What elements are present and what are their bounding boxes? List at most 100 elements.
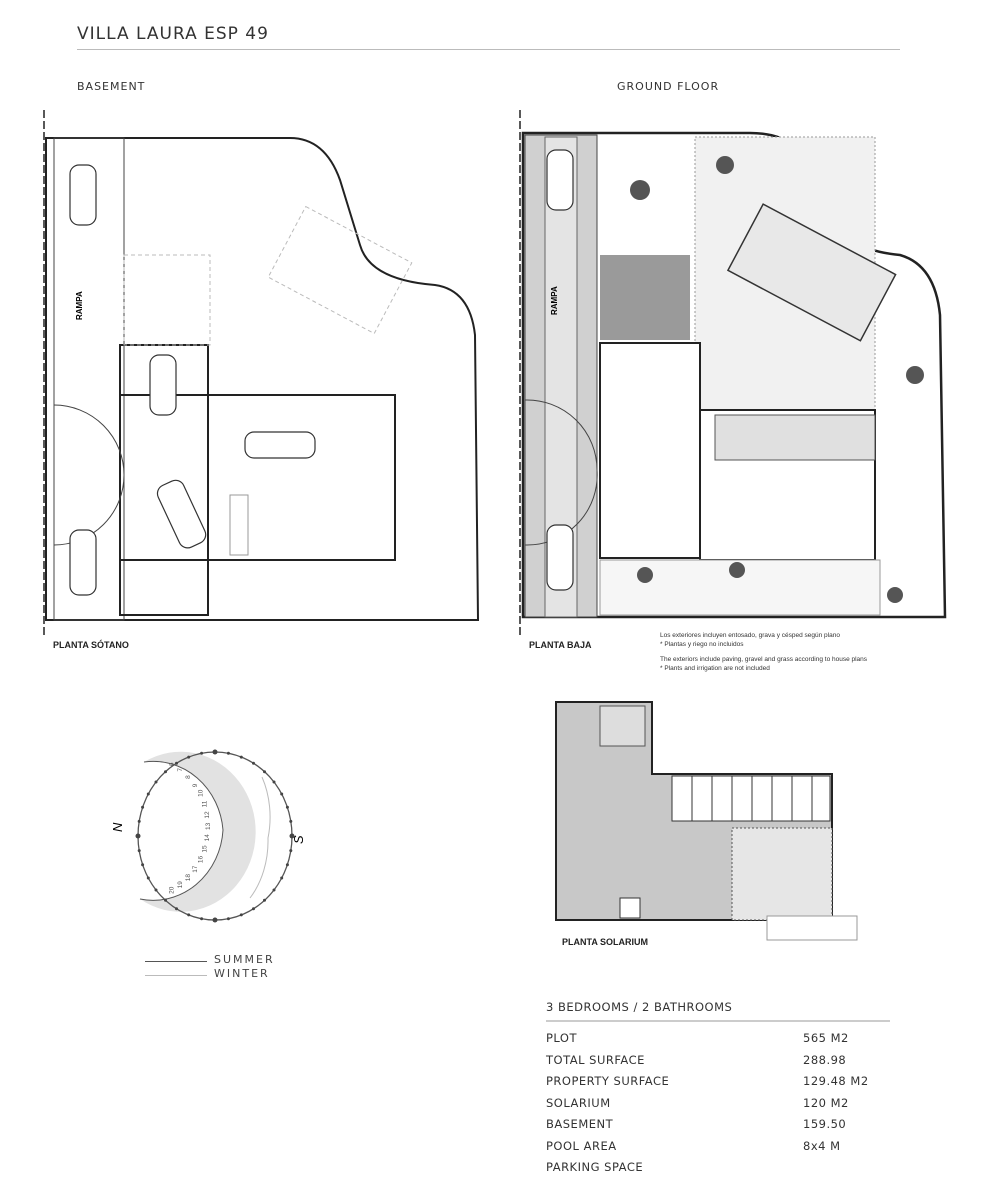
- basement-plan-label: PLANTA SÓTANO: [53, 640, 129, 650]
- spec-label: PLOT: [546, 1031, 578, 1045]
- spec-label: BASEMENT: [546, 1117, 614, 1131]
- sun-shadow-area: [140, 751, 256, 912]
- page-title: VILLA LAURA ESP 49: [77, 24, 269, 44]
- title-divider: [77, 49, 900, 50]
- horizon-tick: [146, 792, 150, 796]
- spec-value: 565 M2: [803, 1031, 849, 1045]
- sun-hour-label: 6: [168, 762, 175, 766]
- horizon-tick: [226, 917, 230, 921]
- note-line: * Plants and irrigation are not included: [660, 665, 770, 672]
- spec-row: PLOT 565 M2: [546, 1028, 890, 1050]
- horizon-tick: [272, 888, 276, 892]
- spec-label: PROPERTY SURFACE: [546, 1074, 670, 1088]
- spec-value: 120 M2: [803, 1095, 849, 1110]
- spec-value: 288.98: [803, 1052, 847, 1067]
- legend-winter: WINTER: [214, 967, 270, 980]
- note-line: * Plantas y riego no incluidos: [660, 641, 744, 648]
- horizon-tick: [200, 751, 204, 755]
- basement-plan: RAMPA: [43, 110, 480, 635]
- horizon-tick: [226, 751, 230, 755]
- sun-hour-label: 14: [204, 834, 211, 842]
- sun-hour-label: 11: [202, 800, 209, 807]
- horizon-tick: [187, 913, 191, 917]
- horizon-tick: [263, 898, 266, 902]
- horizon-tick: [280, 792, 284, 796]
- sun-hour-label: 18: [185, 874, 192, 882]
- horizon-tick: [164, 898, 167, 902]
- solarium-plan: [555, 701, 858, 941]
- spec-row: TOTAL SURFACE 288.98: [546, 1050, 890, 1072]
- ramp-label: RAMPA: [75, 291, 84, 320]
- horizon-tick: [239, 913, 243, 917]
- horizon-tick: [289, 833, 295, 839]
- horizon-tick: [175, 907, 178, 911]
- ramp-label-ground: RAMPA: [550, 286, 559, 315]
- sun-hour-label: 7: [177, 768, 184, 772]
- spec-row: BASEMENT 159.50: [546, 1114, 890, 1136]
- horizon-tick: [135, 833, 141, 839]
- sun-hour-label: 20: [168, 886, 175, 894]
- horizon-tick: [154, 888, 158, 892]
- south-label: S: [291, 835, 306, 844]
- horizon-tick: [280, 876, 284, 880]
- horizon-tick: [285, 863, 289, 867]
- horizon-tick: [154, 780, 158, 784]
- sun-hour-label: 13: [205, 822, 212, 830]
- horizon-tick: [175, 761, 178, 765]
- spec-row: POOL AREA 8x4 M: [546, 1136, 890, 1158]
- sun-hour-label: 8: [185, 775, 192, 779]
- summer-legend-line: [145, 961, 207, 962]
- horizon-tick: [187, 755, 191, 759]
- spec-row: SOLARIUM 120 M2: [546, 1093, 890, 1115]
- spec-value: 129.48 M2: [803, 1074, 869, 1088]
- section-basement: BASEMENT: [77, 80, 146, 93]
- ground-floor-plan: RAMPA: [519, 110, 947, 635]
- horizon-tick: [137, 819, 141, 823]
- horizon-tick: [252, 761, 255, 765]
- solarium-plan-label: PLANTA SOLARIUM: [562, 937, 648, 947]
- horizon-tick: [212, 749, 218, 755]
- sun-hour-label: 17: [192, 865, 199, 873]
- sun-hour-label: 10: [198, 789, 205, 797]
- sun-hour-label: 15: [202, 845, 209, 853]
- horizon-tick: [272, 780, 276, 784]
- spec-label: POOL AREA: [546, 1138, 617, 1153]
- summer-path: [139, 760, 224, 901]
- horizon-tick: [146, 876, 150, 880]
- ground-floor-plan-label: PLANTA BAJA: [529, 640, 592, 650]
- spec-label: PARKING SPACE: [546, 1160, 644, 1174]
- horizon-tick: [239, 755, 243, 759]
- horizon-tick: [263, 770, 266, 774]
- winter-legend-line: [145, 975, 207, 976]
- spec-label: SOLARIUM: [546, 1095, 611, 1110]
- horizon-tick: [212, 917, 218, 923]
- spec-row: PARKING SPACE: [546, 1157, 890, 1179]
- horizon-tick: [141, 863, 145, 867]
- specs-heading: 3 BEDROOMS / 2 BATHROOMS: [546, 1000, 890, 1022]
- winter-path: [249, 776, 271, 899]
- section-ground-floor: GROUND FLOOR: [617, 80, 720, 93]
- horizon-tick: [137, 849, 141, 853]
- sun-hour-label: 12: [204, 811, 211, 819]
- spec-value: 159.50: [803, 1117, 847, 1131]
- horizon-tick: [252, 907, 255, 911]
- spec-value: 8x4 M: [803, 1138, 841, 1153]
- specs-table: 3 BEDROOMS / 2 BATHROOMS PLOT 565 M2 TOTAL…: [546, 1000, 890, 1179]
- sun-hour-label: 9: [192, 783, 199, 787]
- sun-hour-label: 16: [198, 855, 205, 863]
- exterior-notes: Los exteriores incluyen entosado, grava …: [660, 631, 867, 673]
- horizon-tick: [285, 805, 289, 809]
- legend-summer: SUMMER: [214, 953, 275, 966]
- horizon-tick: [289, 819, 293, 823]
- note-line: The exteriors include paving, gravel and…: [660, 656, 868, 663]
- horizon-tick: [200, 917, 204, 921]
- spec-label: TOTAL SURFACE: [546, 1052, 645, 1067]
- horizon-tick: [289, 849, 293, 853]
- horizon-tick: [164, 770, 167, 774]
- note-line: Los exteriores incluyen entosado, grava …: [660, 632, 840, 639]
- spec-row: PROPERTY SURFACE 129.48 M2: [546, 1071, 890, 1093]
- north-label: N: [110, 822, 125, 832]
- horizon-tick: [141, 805, 145, 809]
- sun-hour-label: 19: [177, 881, 184, 889]
